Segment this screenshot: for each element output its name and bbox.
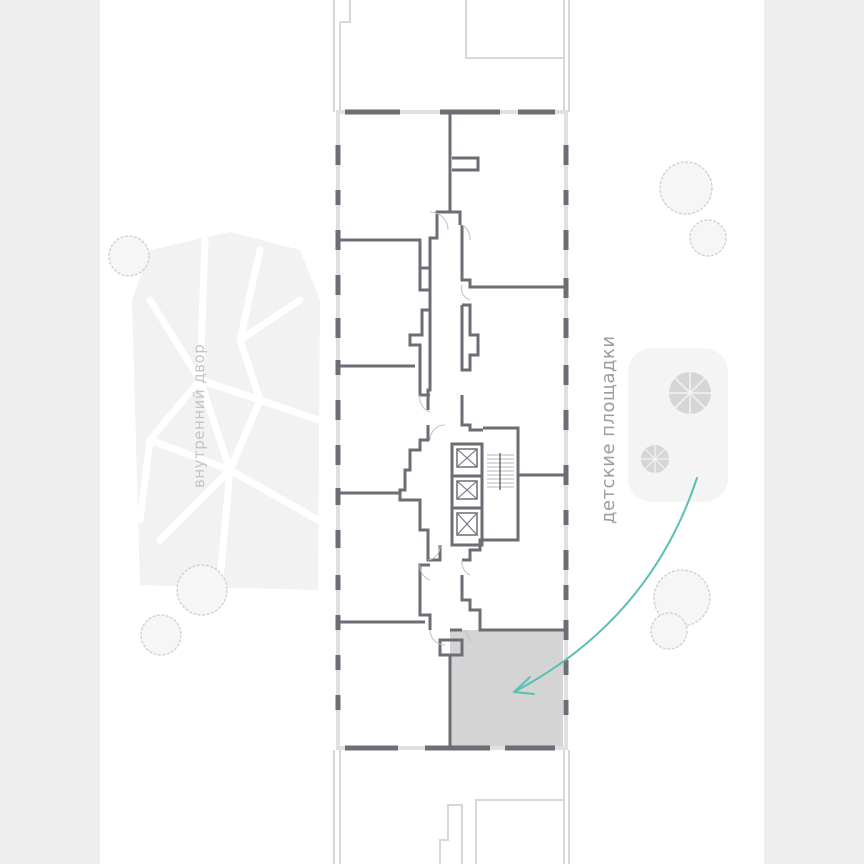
- tree-icon: [653, 569, 711, 627]
- arrow-icon: [513, 477, 698, 695]
- playground: [628, 348, 728, 502]
- elevator-icon: [450, 442, 484, 547]
- tree-icon: [140, 614, 182, 656]
- building: [335, 109, 569, 751]
- tree-icon: [659, 161, 713, 215]
- tree-icon: [689, 219, 727, 257]
- playgrounds-label: детские площадки: [598, 335, 619, 524]
- neighbour-buildings: [333, 0, 570, 864]
- playground-icon: [641, 445, 669, 473]
- stairs-icon: [487, 453, 514, 490]
- playground-icon: [669, 372, 711, 414]
- courtyard-label: внутренний двор: [190, 343, 208, 488]
- highlighted-apartment: [450, 630, 563, 748]
- tree-icon: [176, 564, 228, 616]
- walls: [338, 112, 566, 748]
- courtyard: [132, 232, 322, 590]
- tree-icon: [108, 235, 150, 277]
- tree-icon: [650, 612, 688, 650]
- windows: [335, 109, 569, 751]
- doors: [419, 211, 471, 646]
